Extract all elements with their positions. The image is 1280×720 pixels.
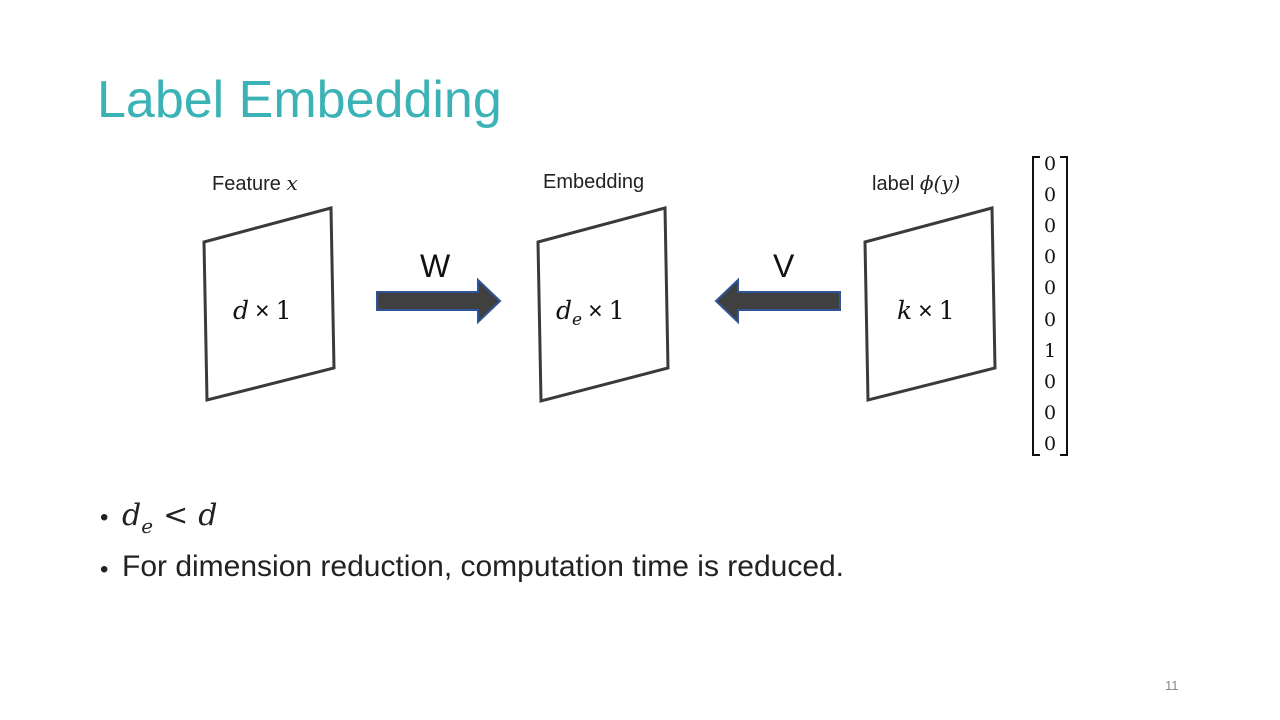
bullet-dot: • — [100, 504, 109, 531]
w-arrow-label: W — [420, 248, 451, 284]
one-hot-values: 0 0 0 0 0 0 1 0 0 0 — [1033, 150, 1067, 458]
feature-dimension-one: 1 — [275, 296, 292, 325]
feature-caption-text: Feature — [212, 173, 287, 195]
vector-entry: 0 — [1043, 277, 1057, 300]
label-dimension-symbol: k — [897, 296, 913, 325]
embedding-caption: Embedding — [543, 171, 645, 193]
inequality-operator: < — [163, 498, 189, 533]
feature-caption: Feature x — [212, 171, 298, 196]
vector-entry: 0 — [1043, 215, 1057, 238]
embedding-dimension-symbol: d — [556, 296, 573, 325]
label-caption: label ϕ(y) — [872, 171, 960, 196]
page-number: 11 — [1165, 678, 1179, 693]
bullet-inequality: de<d — [122, 498, 217, 538]
bullet-reduction-text: For dimension reduction, computation tim… — [122, 550, 845, 583]
feature-dimension-symbol: d — [233, 296, 250, 325]
embedding-box — [536, 206, 670, 403]
label-dimension-one: 1 — [938, 296, 955, 325]
embedding-dimension-times: × — [588, 297, 603, 325]
vector-entry: 0 — [1043, 432, 1057, 455]
inequality-rhs: d — [198, 498, 218, 533]
label-caption-symbol: ϕ(y) — [919, 171, 961, 195]
vector-entry: 0 — [1043, 370, 1057, 393]
vector-entry: 1 — [1043, 339, 1057, 362]
vector-entry: 0 — [1043, 246, 1057, 269]
w-arrow — [376, 277, 502, 325]
embedding-dimension-label: de×1 — [556, 296, 625, 330]
vector-right-bracket — [1060, 156, 1068, 456]
inequality-lhs-subscript: e — [141, 514, 154, 538]
feature-caption-symbol: x — [286, 171, 298, 195]
vector-entry: 0 — [1043, 184, 1057, 207]
vector-entry: 0 — [1043, 308, 1057, 331]
embedding-dimension-one: 1 — [608, 296, 625, 325]
slide-title: Label Embedding — [97, 71, 502, 129]
feature-dimension-times: × — [255, 297, 270, 325]
vector-left-bracket — [1032, 156, 1040, 456]
vector-entry: 0 — [1043, 401, 1057, 424]
label-dimension-label: k×1 — [897, 296, 955, 326]
v-arrow-label: V — [773, 248, 795, 284]
one-hot-vector: 0 0 0 0 0 0 1 0 0 0 — [1033, 150, 1067, 458]
vector-entry: 0 — [1043, 153, 1057, 175]
feature-box — [202, 206, 336, 402]
label-box — [863, 206, 997, 402]
feature-dimension-label: d×1 — [233, 296, 292, 326]
label-dimension-times: × — [918, 297, 933, 325]
label-caption-text: label — [872, 173, 920, 195]
inequality-lhs: d — [122, 498, 142, 533]
bullet-dot: • — [100, 556, 109, 583]
embedding-dimension-subscript: e — [572, 310, 583, 330]
v-arrow — [714, 277, 841, 325]
